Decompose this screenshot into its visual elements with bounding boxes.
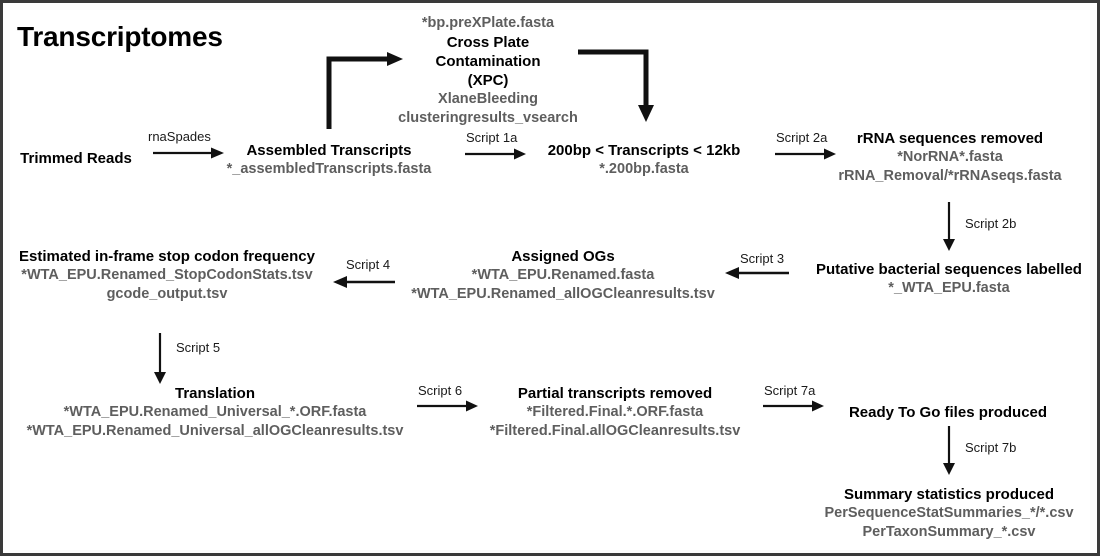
node-bacterial-labelled-file-0: *_WTA_EPU.fasta bbox=[888, 280, 1010, 297]
node-translation: Translation *WTA_EPU.Renamed_Universal_*… bbox=[3, 384, 427, 440]
arrow-script-4 bbox=[333, 275, 395, 289]
node-partial-removed-file-1: *Filtered.Final.allOGCleanresults.tsv bbox=[489, 422, 741, 439]
node-assembled-transcripts-file-0: *_assembledTranscripts.fasta bbox=[226, 161, 432, 178]
arrow-script-5 bbox=[152, 333, 168, 385]
arrow-script-1a bbox=[465, 147, 527, 161]
node-stop-codon-frequency-file-1: gcode_output.tsv bbox=[106, 285, 228, 302]
node-xpc-title-line-2: Contamination bbox=[435, 52, 541, 70]
arrow-script-7b bbox=[941, 426, 957, 476]
node-stop-codon-frequency-title: Estimated in-frame stop codon frequency bbox=[19, 248, 315, 265]
node-ready-to-go-title: Ready To Go files produced bbox=[848, 404, 1048, 421]
node-trimmed-reads-title: Trimmed Reads bbox=[20, 150, 132, 167]
arrow-script-6 bbox=[417, 399, 479, 413]
page-title: Transcriptomes bbox=[17, 21, 223, 52]
edge-label-script-5: Script 5 bbox=[176, 340, 221, 355]
node-transcript-size-filter: 200bp < Transcripts < 12kb *.200bp.fasta bbox=[525, 141, 763, 179]
node-rrna-removed-file-1: rRNA_Removal/*rRNAseqs.fasta bbox=[838, 167, 1062, 184]
arrow-script-2b bbox=[941, 202, 957, 252]
node-xpc-title-line-3: (XPC) bbox=[467, 71, 509, 89]
node-stop-codon-frequency-file-0: *WTA_EPU.Renamed_StopCodonStats.tsv bbox=[21, 267, 313, 284]
edge-label-script-4: Script 4 bbox=[346, 257, 391, 272]
node-assembled-transcripts-title: Assembled Transcripts bbox=[246, 142, 412, 159]
node-translation-title: Translation bbox=[174, 385, 256, 402]
node-stop-codon-frequency: Estimated in-frame stop codon frequency … bbox=[7, 247, 327, 303]
arrow-script-3 bbox=[725, 266, 789, 280]
node-assigned-ogs: Assigned OGs *WTA_EPU.Renamed.fasta *WTA… bbox=[403, 247, 723, 303]
node-summary-statistics-file-0: PerSequenceStatSummaries_*/*.csv bbox=[824, 505, 1074, 522]
edge-label-script-7b: Script 7b bbox=[965, 440, 1017, 455]
node-xpc-title-line-1: Cross Plate bbox=[446, 33, 530, 51]
edge-label-script-3: Script 3 bbox=[740, 251, 785, 266]
node-partial-removed: Partial transcripts removed *Filtered.Fi… bbox=[469, 384, 761, 440]
node-assigned-ogs-title: Assigned OGs bbox=[511, 248, 615, 265]
arrow-script-2a bbox=[775, 147, 837, 161]
node-summary-statistics: Summary statistics produced PerSequenceS… bbox=[799, 485, 1097, 541]
node-xpc-top-file: *bp.preXPlate.fasta bbox=[421, 15, 555, 31]
edge-label-script-2b: Script 2b bbox=[965, 216, 1017, 231]
node-transcript-size-filter-title: 200bp < Transcripts < 12kb bbox=[547, 142, 741, 159]
node-cross-plate-contamination: *bp.preXPlate.fasta Cross Plate Contamin… bbox=[375, 14, 601, 127]
node-trimmed-reads: Trimmed Reads bbox=[3, 149, 149, 168]
arrow-to-xpc-elbow bbox=[325, 52, 405, 129]
node-summary-statistics-title: Summary statistics produced bbox=[843, 486, 1055, 503]
node-ready-to-go: Ready To Go files produced bbox=[825, 403, 1071, 422]
node-transcript-size-filter-file-0: *.200bp.fasta bbox=[599, 161, 689, 178]
node-partial-removed-title: Partial transcripts removed bbox=[517, 385, 713, 402]
node-bacterial-labelled: Putative bacterial sequences labelled *_… bbox=[799, 260, 1097, 298]
node-translation-file-1: *WTA_EPU.Renamed_Universal_allOGCleanres… bbox=[26, 422, 404, 439]
node-rrna-removed-title: rRNA sequences removed bbox=[856, 130, 1044, 147]
edge-label-script-1a: Script 1a bbox=[466, 130, 518, 145]
arrow-xpc-to-sizefilter-elbow bbox=[578, 49, 660, 123]
edge-label-script-2a: Script 2a bbox=[776, 130, 828, 145]
edge-label-script-7a: Script 7a bbox=[764, 383, 816, 398]
arrow-rnaspades bbox=[153, 146, 225, 160]
node-xpc-file-0: XlaneBleeding bbox=[438, 91, 538, 108]
node-assigned-ogs-file-0: *WTA_EPU.Renamed.fasta bbox=[471, 267, 655, 284]
node-rrna-removed-file-0: *NorRNA*.fasta bbox=[897, 149, 1003, 166]
node-summary-statistics-file-1: PerTaxonSummary_*.csv bbox=[862, 523, 1036, 540]
node-assembled-transcripts: Assembled Transcripts *_assembledTranscr… bbox=[199, 141, 459, 179]
edge-label-rnaspades: rnaSpades bbox=[148, 129, 211, 144]
node-partial-removed-file-0: *Filtered.Final.*.ORF.fasta bbox=[526, 404, 704, 421]
arrow-script-7a bbox=[763, 399, 825, 413]
node-translation-file-0: *WTA_EPU.Renamed_Universal_*.ORF.fasta bbox=[63, 404, 367, 421]
node-rrna-removed: rRNA sequences removed *NorRNA*.fasta rR… bbox=[827, 129, 1073, 185]
edge-label-script-6: Script 6 bbox=[418, 383, 463, 398]
node-bacterial-labelled-title: Putative bacterial sequences labelled bbox=[816, 261, 1082, 278]
node-xpc-file-1: clusteringresults_vsearch bbox=[398, 109, 578, 126]
node-assigned-ogs-file-1: *WTA_EPU.Renamed_allOGCleanresults.tsv bbox=[411, 285, 715, 302]
